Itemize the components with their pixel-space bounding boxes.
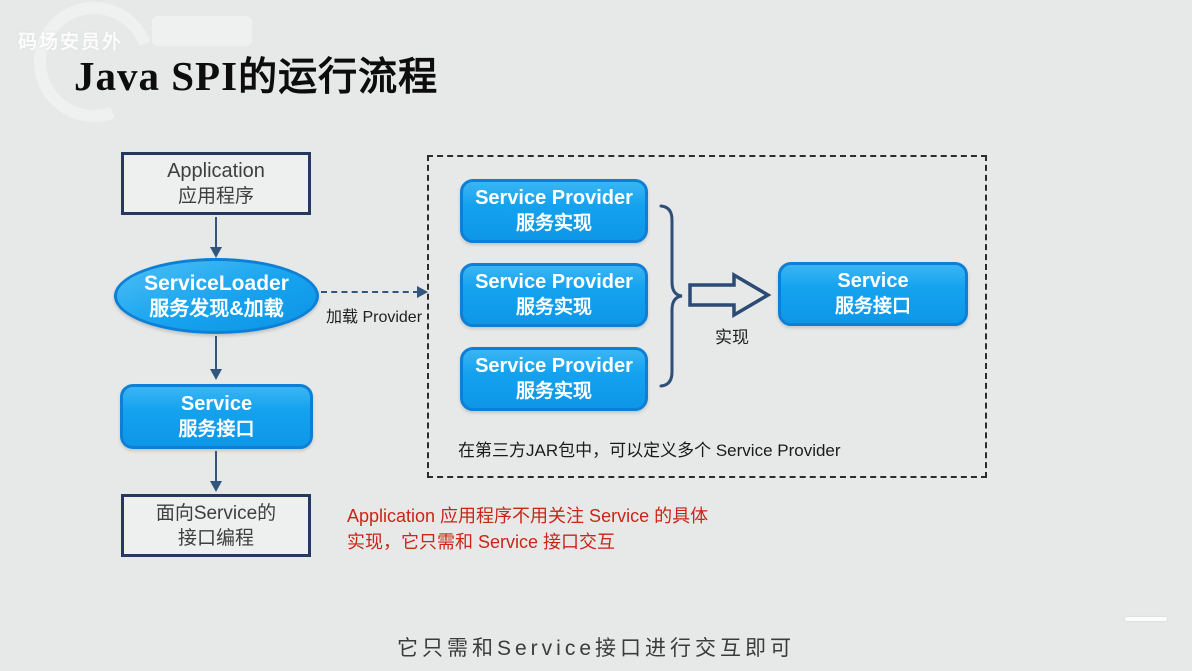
annotation-line-1: Application 应用程序不用关注 Service 的具体: [347, 506, 709, 526]
arrow-service-to-programming: [215, 451, 217, 482]
annotation-line-2: 实现，它只需和 Service 接口交互: [347, 532, 616, 552]
provider-group-frame: [427, 155, 987, 478]
service-provider-box-3: Service Provider 服务实现: [460, 347, 648, 411]
service-loader-label-zh: 服务发现&加载: [149, 297, 284, 320]
application-label-zh: 应用程序: [177, 185, 254, 207]
load-provider-arrowhead: [417, 286, 428, 298]
service-provider-3-label-en: Service Provider: [475, 355, 633, 377]
video-progress-dash: [1125, 617, 1167, 621]
implements-arrow-icon: [688, 271, 772, 319]
service-loader-ellipse: ServiceLoader 服务发现&加载: [114, 258, 319, 334]
application-box: Application 应用程序: [121, 152, 311, 215]
annotation-text: Application 应用程序不用关注 Service 的具体 实现，它只需和…: [347, 503, 708, 555]
page-title: Java SPI的运行流程: [74, 46, 438, 102]
interface-programming-label-2: 接口编程: [177, 527, 254, 549]
service-right-label-en: Service: [837, 270, 909, 292]
application-label-en: Application: [167, 159, 265, 182]
service-interface-right-box: Service 服务接口: [778, 262, 968, 326]
subtitle-caption: 它只需和Service接口进行交互即可: [396, 637, 796, 660]
service-interface-box: Service 服务接口: [120, 384, 313, 449]
service-provider-2-label-en: Service Provider: [475, 271, 633, 293]
service-provider-3-label-zh: 服务实现: [515, 381, 592, 402]
load-provider-label: 加载 Provider: [326, 309, 423, 326]
service-interface-label-en: Service: [180, 392, 253, 415]
arrow-application-to-loader: [215, 217, 217, 248]
service-provider-2-label-zh: 服务实现: [515, 297, 592, 318]
service-provider-box-1: Service Provider 服务实现: [460, 179, 648, 243]
service-right-label-zh: 服务接口: [834, 296, 911, 317]
implements-label: 实现: [715, 328, 749, 347]
service-loader-label-en: ServiceLoader: [144, 271, 289, 295]
watermark-logo-blob: [152, 16, 252, 46]
service-provider-1-label-en: Service Provider: [475, 187, 633, 209]
interface-programming-label-1: 面向Service的: [155, 502, 277, 524]
jar-note: 在第三方JAR包中，可以定义多个 Service Provider: [458, 441, 841, 460]
arrowhead-2: [210, 369, 222, 380]
service-interface-label-zh: 服务接口: [178, 418, 255, 440]
brace-icon: [659, 204, 683, 388]
service-provider-1-label-zh: 服务实现: [515, 213, 592, 234]
page-title-zh: 的运行流程: [238, 55, 439, 100]
arrow-loader-to-service: [215, 336, 217, 370]
watermark-text: 码场安员外: [18, 32, 124, 53]
arrowhead-3: [210, 481, 222, 492]
interface-programming-box: 面向Service的 接口编程: [121, 494, 311, 557]
page-title-latin: Java SPI: [74, 53, 239, 99]
load-provider-dashed-arrow: [321, 291, 419, 293]
arrowhead-1: [210, 247, 222, 258]
service-provider-box-2: Service Provider 服务实现: [460, 263, 648, 327]
